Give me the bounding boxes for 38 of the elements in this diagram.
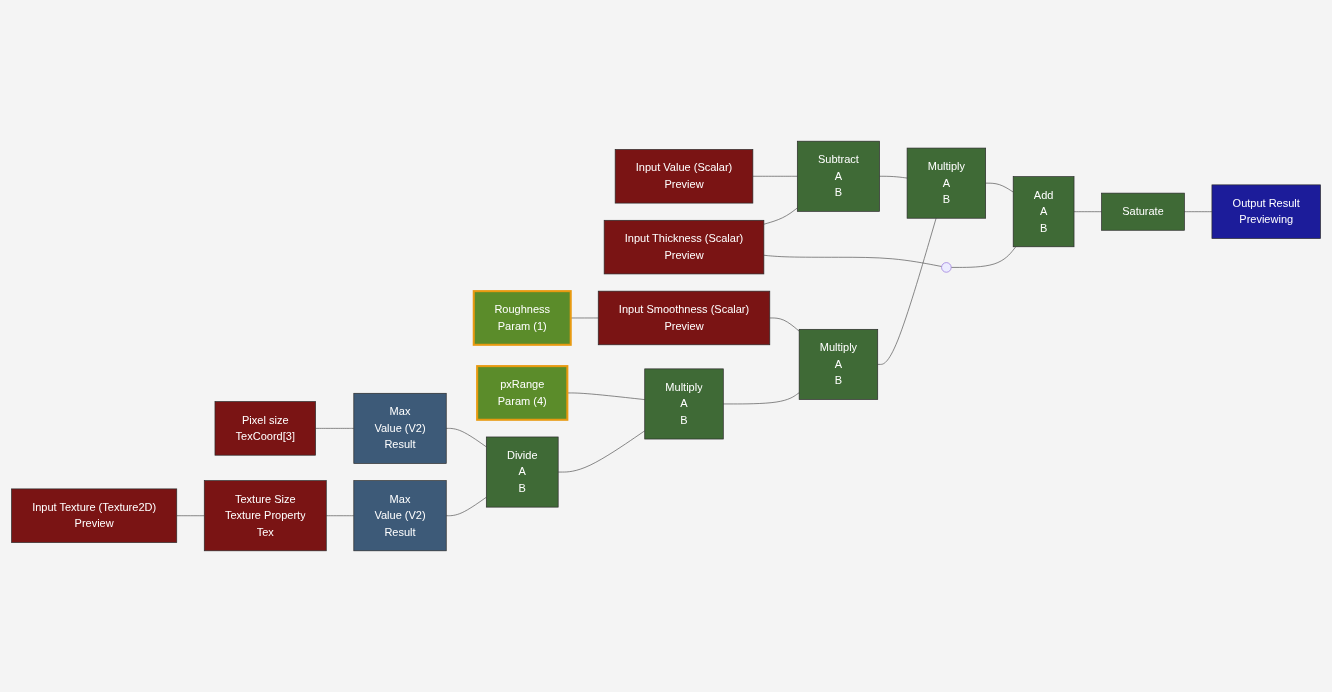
connector <box>325 515 355 517</box>
connector <box>1184 211 1213 213</box>
connector <box>769 317 800 332</box>
node-box: Multiply A B <box>644 368 724 440</box>
connector <box>763 254 942 267</box>
connector <box>557 430 646 473</box>
connector <box>985 182 1014 193</box>
node-box: Input Texture (Texture2D) Preview <box>11 488 178 543</box>
node-box: Subtract A B <box>796 140 880 212</box>
connector <box>763 207 798 225</box>
connector <box>445 428 487 448</box>
connector <box>570 317 599 319</box>
node-box: Input Value (Scalar) Preview <box>614 149 754 204</box>
node-box: Input Thickness (Scalar) Preview <box>603 219 765 275</box>
connector <box>176 515 205 517</box>
node-circle <box>941 262 952 273</box>
node-box: Multiply A B <box>798 328 879 400</box>
node-box: Multiply A B <box>906 147 986 219</box>
node-box: pxRange Param (4) <box>476 365 569 421</box>
node-box: Input Smoothness (Scalar) Preview <box>597 290 771 346</box>
node-box: Divide A B <box>485 436 559 508</box>
connector <box>445 496 487 517</box>
connector <box>879 175 908 179</box>
node-box: Output Result Previewing <box>1211 184 1321 239</box>
node-box: Max Value (V2) Result <box>353 480 447 552</box>
node-box: Add A B <box>1012 176 1075 248</box>
connector <box>1073 211 1102 213</box>
node-box: Saturate <box>1101 192 1185 231</box>
connector <box>752 175 798 177</box>
connector <box>567 392 646 400</box>
node-box: Texture Size Texture Property Tex <box>203 480 327 552</box>
node-box: Max Value (V2) Result <box>353 392 447 464</box>
node-box: Pixel size TexCoord[3] <box>214 401 316 456</box>
connector <box>950 246 1017 268</box>
connector <box>877 217 937 365</box>
node-box: Roughness Param (1) <box>472 290 572 346</box>
connector <box>315 428 355 429</box>
connector <box>722 392 800 405</box>
